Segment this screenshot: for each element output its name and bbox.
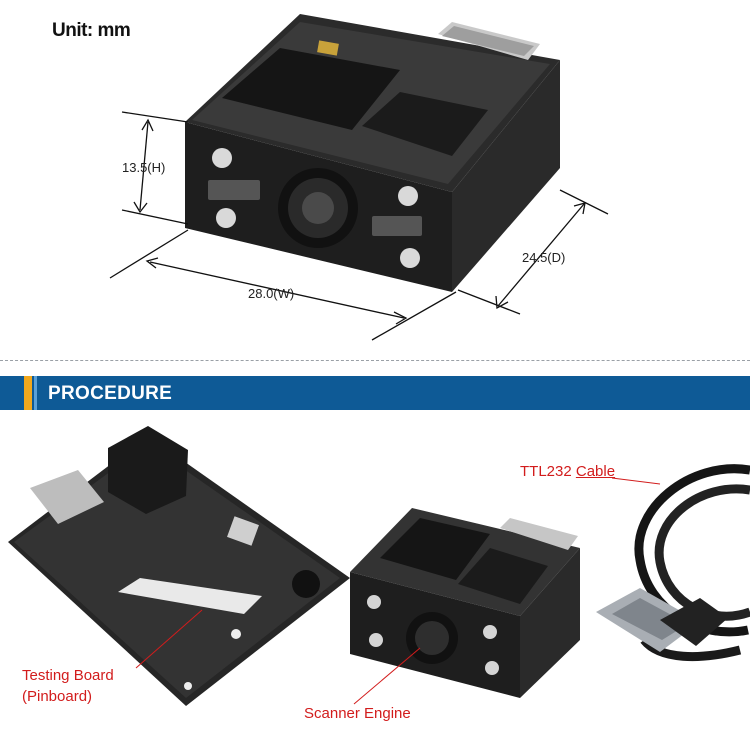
cable-label-word: Cable	[575, 463, 616, 480]
procedure-title: PROCEDURE	[48, 383, 173, 404]
procedure-banner	[0, 376, 750, 410]
callout-lines	[135, 477, 661, 705]
banner-accent-stripe	[34, 376, 37, 410]
height-dimension-label: 13.5(H)	[122, 160, 166, 175]
cable-label-prefix: TTL232	[520, 463, 572, 480]
testing-board	[8, 426, 350, 706]
cable-label: TTL232 Cable	[520, 463, 615, 480]
testing-board-sublabel: (Pinboard)	[22, 688, 93, 705]
scanner-engine-label: Scanner Engine	[304, 705, 411, 722]
scanner-module-large	[185, 14, 560, 292]
testing-board-label: Testing Board	[22, 667, 114, 684]
ttl232-cable	[596, 464, 750, 661]
dimension-lines	[109, 111, 609, 341]
width-dimension-label: 28.0(W)	[248, 286, 295, 301]
scanner-module-small	[350, 508, 580, 698]
section-divider	[0, 360, 750, 361]
unit-label: Unit: mm	[52, 20, 131, 41]
depth-dimension-label: 24.5(D)	[522, 250, 566, 265]
banner-accent-bar	[24, 376, 32, 410]
